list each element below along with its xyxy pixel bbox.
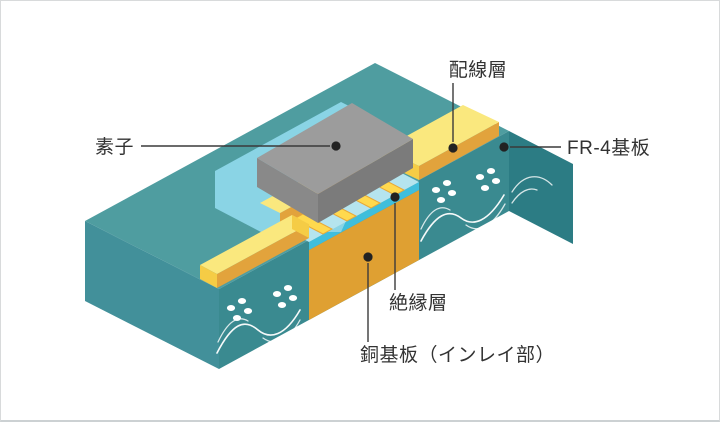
wiring-strip-left-cap	[200, 265, 217, 288]
fiberglass-pattern-end	[511, 176, 553, 204]
label-component-text: 素子	[95, 136, 134, 158]
fiber-wave-icon	[262, 319, 301, 343]
fiber-wave-icon	[420, 207, 451, 230]
wiring-strip-left-top	[200, 215, 309, 274]
fiberglass-pattern-left	[216, 285, 301, 354]
label-wiring-layer: 配線層	[448, 59, 507, 153]
fiber-wave-icon	[420, 194, 505, 242]
label-component-dot	[331, 141, 341, 151]
wiring-strip-right-front	[419, 122, 499, 180]
wiring-strip-left-front	[217, 224, 309, 288]
fiber-wave-icon	[217, 318, 249, 343]
fiber-wave-icon	[465, 203, 506, 230]
label-copper-inlay-text: 銅基板（インレイ部）	[360, 344, 555, 366]
fiber-wave-icon	[511, 176, 553, 193]
label-fr4-substrate-text: FR-4基板	[567, 137, 650, 159]
label-insulation-layer-dot	[390, 192, 400, 202]
board-left-end-face	[85, 221, 219, 369]
fiber-wave-icon	[511, 188, 538, 204]
label-insulation-layer: 絶縁層	[389, 192, 448, 314]
wiring-strip-cut-cap	[292, 215, 309, 238]
label-insulation-layer-text: 絶縁層	[389, 292, 448, 314]
labels: 素子 配線層 FR-4基板 絶縁層 銅基板（インレイ部）	[95, 59, 650, 366]
fiber-wave-icon	[216, 309, 301, 354]
label-fr4-substrate-dot	[499, 142, 509, 152]
wiring-strip-left	[200, 215, 309, 288]
label-wiring-layer-text: 配線層	[449, 59, 508, 81]
label-copper-inlay: 銅基板（インレイ部）	[360, 252, 555, 366]
fiberglass-pattern-right	[420, 168, 506, 242]
label-fr4-substrate: FR-4基板	[499, 137, 650, 159]
label-component: 素子	[95, 136, 341, 158]
label-copper-inlay-dot	[363, 252, 373, 262]
chip-left-face	[257, 158, 318, 223]
chip-right-face	[318, 139, 413, 223]
label-wiring-layer-dot	[448, 143, 458, 153]
board-right-end-face	[509, 131, 573, 244]
